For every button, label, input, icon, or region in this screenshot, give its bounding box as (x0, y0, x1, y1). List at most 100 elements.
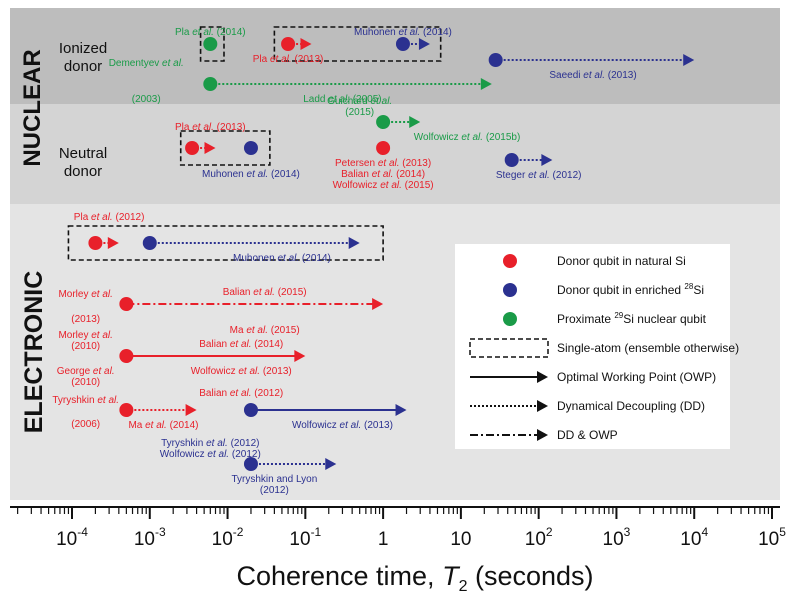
reference-label-part: (2014) (420, 27, 452, 38)
reference-label-part: et al. (270, 54, 292, 65)
reference-label-part: et al. (528, 170, 550, 181)
x-tick-label-base: 10 (212, 529, 233, 550)
reference-label-part: Ladd (303, 94, 328, 105)
record-point (119, 297, 134, 311)
record-point (243, 403, 258, 417)
x-tick-label-base: 10 (525, 529, 546, 550)
reference-label: Muhonen et al. (2014) (202, 169, 300, 180)
reference-label: Tyryshkin et al. (52, 395, 119, 406)
reference-label-part: (2006) (71, 419, 100, 430)
subband-label-ionized: Ionized (59, 40, 107, 57)
x-axis-title: Coherence time, T2 (seconds) (236, 561, 593, 595)
record-point (243, 141, 258, 155)
reference-label-part: et al. (207, 449, 229, 460)
reference-label-part: (2015b) (483, 132, 520, 143)
reference-label: Guichard et al. (327, 96, 392, 107)
legend-label: Proximate 29Si nuclear qubit (557, 311, 707, 326)
reference-label-part: et al. (91, 289, 113, 300)
reference-label-part: Pla (175, 122, 192, 133)
record-point (142, 236, 157, 250)
reference-label: Tyryshkin et al. (2012) (161, 438, 259, 449)
band-label-nuclear: NUCLEAR (19, 49, 46, 166)
legend-label-sup: 29 (614, 311, 623, 320)
record-arrowhead (294, 350, 306, 362)
reference-label-part: Balian (199, 388, 230, 399)
reference-label-part: et al. (206, 438, 228, 449)
band-neutral (10, 104, 780, 204)
reference-label: Steger et al. (2012) (496, 170, 582, 181)
reference-label: Tyryshkin and Lyon (231, 474, 317, 485)
x-tick-label-exp: -2 (233, 525, 244, 539)
x-tick-label-base: 1 (378, 529, 389, 550)
record-arrowhead (204, 142, 216, 154)
x-tick-label-base: 10 (289, 529, 310, 550)
record-point (395, 37, 410, 51)
x-tick-label-exp: 3 (624, 525, 631, 539)
legend-arrowhead (537, 371, 548, 383)
legend-box (455, 244, 730, 449)
reference-label-part: et al. (461, 132, 483, 143)
record-arrowhead (300, 38, 312, 50)
record-point (488, 53, 503, 67)
x-tick-label-base: 10 (450, 529, 471, 550)
reference-label: Ladd et al. (2005) (303, 94, 381, 105)
reference-label-part: Wolfowicz (333, 180, 381, 191)
x-tick-label-exp: 5 (779, 525, 786, 539)
reference-label: (2015) (345, 107, 374, 118)
legend-label: Optimal Working Point (OWP) (557, 370, 716, 384)
reference-label-part: et al. (93, 366, 115, 377)
single-atom-box (67, 225, 384, 261)
reference-label-part: Guichard (327, 96, 370, 107)
x-tick-label-base: 10 (758, 529, 779, 550)
legend-label-sup: 28 (684, 282, 693, 291)
x-tick-label-exp: -3 (155, 525, 166, 539)
reference-label-part: (2013) (260, 366, 292, 377)
subband-label-neutral: Neutral (59, 145, 107, 162)
legend-label-part: Single-atom (ensemble otherwise) (557, 341, 739, 355)
reference-label-part: Wolfowicz (191, 366, 239, 377)
reference-label-part: (2003) (132, 94, 161, 105)
reference-label: Pla et al. (2013) (175, 122, 246, 133)
reference-label-part: et al. (145, 420, 167, 431)
reference-label-part: Wolfowicz (414, 132, 462, 143)
reference-label-part: Dementyev (109, 58, 162, 69)
x-tick-label: 10-2 (212, 525, 244, 550)
subband-label-ionized: donor (64, 58, 102, 75)
single-atom-box (273, 26, 442, 62)
record-arrowhead (325, 458, 337, 470)
chart-marks: Pla et al. (2014) Muhonen et al. (2014) Pl… (52, 26, 695, 496)
reference-label: Wolfowicz et al. (2012) (160, 449, 261, 460)
legend-label: Dynamical Decoupling (DD) (557, 399, 705, 413)
reference-label-part: (2014) (214, 27, 246, 38)
record-point (376, 141, 391, 155)
x-tick-label-base: 10 (680, 529, 701, 550)
x-axis-title-sub: 2 (459, 578, 468, 595)
record-point (203, 37, 218, 51)
x-axis-title-var: T (442, 561, 461, 591)
reference-label-part: (2013) (71, 314, 100, 325)
reference-label: Wolfowicz et al. (2013) (191, 366, 292, 377)
reference-label-part: et al. (230, 388, 252, 399)
x-tick-label-exp: -1 (311, 525, 322, 539)
x-tick-label-exp: 4 (701, 525, 708, 539)
legend-label-part: Donor qubit in natural Si (557, 254, 686, 268)
reference-label: (2010) (71, 377, 100, 388)
reference-label-part: Muhonen (233, 253, 277, 264)
reference-label: Pla et al. (2012) (74, 212, 145, 223)
reference-label: Ma et al. (2015) (230, 325, 300, 336)
reference-label-part: Pla (175, 27, 192, 38)
reference-label-part: (2012) (228, 438, 260, 449)
record-point (376, 115, 391, 129)
legend-dot-natural (503, 254, 517, 268)
record-arrowhead (409, 116, 421, 128)
record-arrowhead (348, 237, 360, 249)
reference-label-part: et al. (238, 366, 260, 377)
reference-label-part: (2010) (71, 377, 100, 388)
reference-label-part: (2013) (361, 420, 393, 431)
reference-label: Pla et al. (2013) (253, 54, 324, 65)
reference-label-part: (2014) (393, 169, 425, 180)
reference-label-part: (2014) (167, 420, 199, 431)
reference-label: (2013) (71, 314, 100, 325)
x-tick-label: 10-4 (56, 525, 88, 550)
